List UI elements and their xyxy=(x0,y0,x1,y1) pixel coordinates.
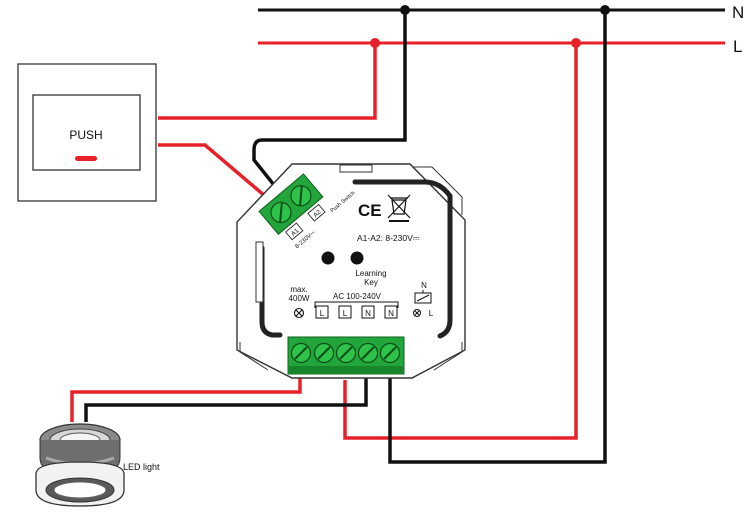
status-led xyxy=(321,251,335,265)
push-switch[interactable]: PUSH xyxy=(17,63,157,202)
housing-tab-top xyxy=(339,164,373,173)
live-label: L xyxy=(733,37,742,56)
max-load-line2: 400W xyxy=(289,294,310,303)
learning-key-line1: Learning xyxy=(355,269,386,278)
wire-neutral-to-module xyxy=(252,10,407,192)
output-terminal-block[interactable] xyxy=(287,336,405,375)
terminal-box-2: L xyxy=(338,305,352,319)
terminal-box-3: N xyxy=(361,305,375,319)
input-block-a1: A1 xyxy=(290,227,301,238)
wire-switch-to-module xyxy=(158,143,274,204)
output-screw-3[interactable] xyxy=(335,342,357,364)
led-light xyxy=(35,423,125,507)
push-label: PUSH xyxy=(69,128,102,142)
housing-shade-right xyxy=(352,179,453,339)
voltage-a1a2: A1-A2: 8-230V⎓ xyxy=(357,233,420,243)
output-screw-5[interactable] xyxy=(379,342,401,364)
led-label: LED light xyxy=(123,462,160,472)
housing-corner-bl xyxy=(239,342,269,371)
dimmer-l-label: L xyxy=(429,309,434,318)
output-screw-2[interactable] xyxy=(313,342,335,364)
wire-neutral-to-terminal xyxy=(388,10,607,464)
wire-led-red xyxy=(70,372,302,422)
housing-left-channel xyxy=(255,241,264,303)
wire-led-black xyxy=(84,372,368,422)
output-screw-4[interactable] xyxy=(357,342,379,364)
ac-bracket xyxy=(314,301,399,308)
terminal-box-1: L xyxy=(315,305,329,319)
housing-shade-left xyxy=(259,245,283,338)
svg-text:N: N xyxy=(388,309,394,318)
svg-text:N: N xyxy=(365,309,371,318)
terminal-box-4: N xyxy=(384,305,398,319)
svg-text:L: L xyxy=(343,309,348,318)
wire-live-to-switch xyxy=(158,43,377,120)
learning-key-button[interactable] xyxy=(350,251,364,265)
dimmer-n-label: N xyxy=(421,281,427,290)
housing-corner-br xyxy=(433,342,463,371)
output-screw-1[interactable] xyxy=(290,342,312,364)
switch-indicator xyxy=(75,156,97,161)
ac-input-label: AC 100-240V xyxy=(333,292,382,301)
learning-key-line2: Key xyxy=(364,278,378,287)
dimmer-symbol-icon xyxy=(413,290,432,317)
input-block-a2: A2 xyxy=(312,208,323,219)
housing-corner-tr xyxy=(412,166,463,215)
wire-live-to-terminal xyxy=(343,43,578,440)
max-load-line1: max. xyxy=(290,285,307,294)
svg-text:L: L xyxy=(320,309,325,318)
neutral-label: N xyxy=(732,3,744,22)
ce-mark: CE xyxy=(358,201,382,220)
lamp-symbol-icon xyxy=(293,307,305,319)
weee-bin-icon xyxy=(387,194,411,222)
